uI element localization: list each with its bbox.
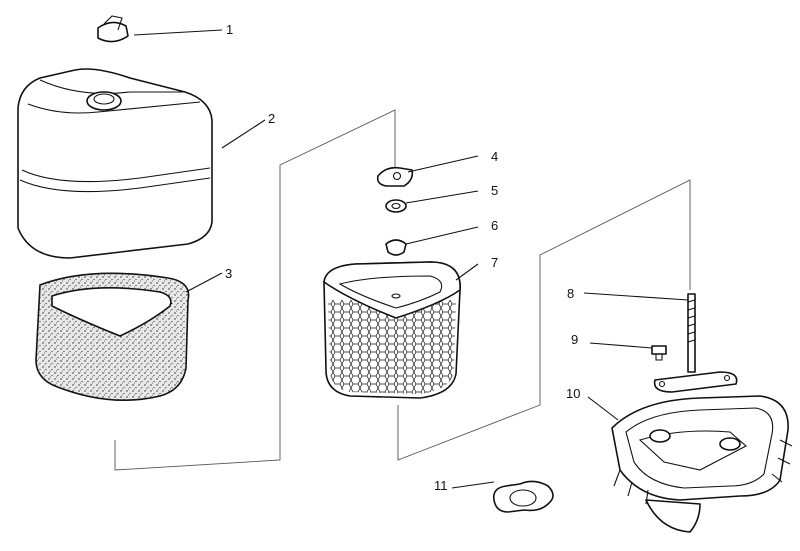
part-grommet [385, 239, 407, 256]
callout-3: 3 [225, 266, 232, 281]
alignment-lines [114, 109, 691, 471]
leader-lines [133, 29, 689, 489]
part-screw [651, 345, 667, 361]
callout-labels: 1 2 3 4 5 6 7 8 9 10 11 [225, 22, 580, 493]
callout-5: 5 [491, 183, 498, 198]
part-gasket [492, 480, 554, 513]
part-knob [97, 15, 129, 43]
callout-1: 1 [226, 22, 233, 37]
part-base [611, 395, 793, 533]
callout-2: 2 [268, 111, 275, 126]
part-foam-precleaner [35, 272, 190, 402]
callout-8: 8 [567, 286, 574, 301]
part-plate [376, 166, 414, 187]
callout-7: 7 [491, 255, 498, 270]
callout-9: 9 [571, 332, 578, 347]
part-nut [385, 199, 407, 213]
callout-6: 6 [491, 218, 498, 233]
callout-11: 11 [434, 478, 448, 493]
callout-4: 4 [491, 149, 498, 164]
part-stud [653, 293, 738, 393]
part-cover [17, 68, 213, 259]
part-paper-filter [323, 261, 461, 399]
callout-10: 10 [566, 386, 580, 401]
